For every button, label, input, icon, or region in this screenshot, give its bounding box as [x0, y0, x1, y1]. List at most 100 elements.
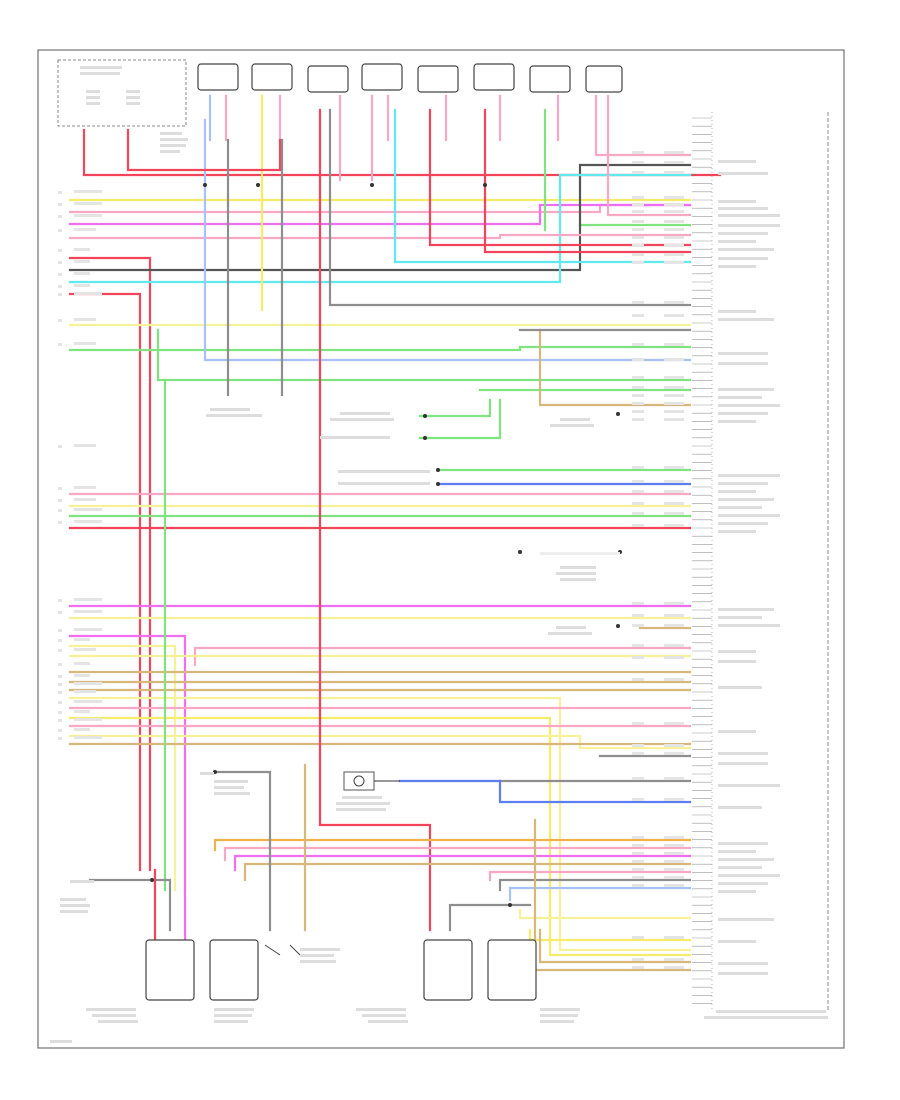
- wire-code-placeholder: [664, 261, 684, 264]
- wire-tan-1: [538, 328, 692, 407]
- pcm-pin-labels: [718, 160, 780, 975]
- wire-code-placeholder: [664, 524, 684, 527]
- pcm-pin-label-placeholder: [718, 624, 780, 627]
- left-wire-label-placeholder: [74, 486, 96, 489]
- wire-code-placeholder: [664, 966, 684, 969]
- left-wire-label-placeholder: [74, 342, 96, 345]
- wire-lightyellow-4: [68, 644, 177, 892]
- wire-code-placeholder: [632, 876, 644, 879]
- left-pin-number-placeholder: [58, 249, 62, 252]
- left-wire-labels: [58, 190, 102, 740]
- left-pin-number-placeholder: [58, 611, 62, 614]
- injector-connector-6: [473, 63, 515, 91]
- left-wire-label-placeholder: [74, 190, 102, 193]
- wire-code-placeholder: [664, 624, 684, 627]
- wire-code-placeholder: [632, 966, 644, 969]
- wire-code-placeholder: [664, 884, 684, 887]
- wire-code-placeholder: [632, 958, 644, 961]
- wire-green-7: [418, 398, 492, 418]
- wire-code-placeholder: [664, 936, 684, 939]
- wire-code-placeholder: [632, 358, 644, 361]
- wire-code-placeholder: [632, 524, 644, 527]
- wire-code-placeholder: [632, 678, 644, 681]
- wire-gray-2: [328, 108, 692, 307]
- pcm-pin-label-placeholder: [718, 972, 768, 975]
- splice-dots: [150, 183, 622, 907]
- wire-code-placeholder: [664, 844, 684, 847]
- wire-code-placeholder: [632, 161, 644, 164]
- wire-code-placeholder: [664, 876, 684, 879]
- left-wire-label-placeholder: [74, 710, 90, 713]
- wire-code-placeholder: [664, 744, 684, 747]
- relay-box-text: [80, 66, 188, 153]
- wire-code-placeholder: [664, 614, 684, 617]
- wire-code-placeholder: [664, 722, 684, 725]
- wire-red-5: [483, 108, 692, 254]
- wire-code-placeholder: [632, 480, 644, 483]
- pcm-pin-label-placeholder: [718, 686, 762, 689]
- pcm-pin-label-placeholder: [718, 882, 768, 885]
- wire-code-placeholder: [664, 512, 684, 515]
- pcm-pin-label-placeholder: [718, 214, 780, 217]
- wire-pink-7: [223, 846, 692, 862]
- left-pin-number-placeholder: [58, 629, 62, 632]
- wire-code-placeholder: [632, 402, 644, 405]
- wire-code-placeholder: [632, 203, 644, 206]
- wire-code-placeholder: [632, 236, 644, 239]
- pcm-pin-label-placeholder: [718, 522, 768, 525]
- pcm-pin-label-placeholder: [718, 224, 780, 227]
- pcm-pin-label-placeholder: [718, 160, 756, 163]
- wire-code-placeholder: [664, 678, 684, 681]
- pcm-pin-label-placeholder: [718, 752, 768, 755]
- left-pin-number-placeholder: [58, 273, 62, 276]
- wire-code-placeholder: [632, 466, 644, 469]
- wire-code-placeholder: [632, 228, 644, 231]
- left-wire-label-placeholder: [74, 318, 96, 321]
- pcm-pin-label-placeholder: [718, 616, 762, 619]
- wire-pink-2: [68, 233, 692, 240]
- wire-code-placeholder: [632, 752, 644, 755]
- wire-code-placeholder: [664, 852, 684, 855]
- pcm-pin-label-placeholder: [718, 388, 774, 391]
- left-wire-label-placeholder: [74, 728, 90, 731]
- pcm-pin-label-placeholder: [718, 200, 756, 203]
- pcm-pin-label-placeholder: [718, 530, 756, 533]
- wire-code-placeholder: [664, 418, 684, 421]
- wire-code-placeholder: [632, 386, 644, 389]
- left-wire-label-placeholder: [74, 690, 96, 693]
- wire-code-placeholder: [632, 418, 644, 421]
- left-pin-number-placeholder: [58, 599, 62, 602]
- left-wire-label-placeholder: [74, 718, 102, 721]
- pcm-pin-label-placeholder: [718, 490, 756, 493]
- wire-code-placeholder: [664, 752, 684, 755]
- wire-code-placeholder: [632, 798, 644, 801]
- pcm-pin-label-placeholder: [718, 482, 768, 485]
- wire-cyan-2: [393, 108, 692, 264]
- left-pin-number-placeholder: [58, 719, 62, 722]
- wire-gray-7: [88, 878, 172, 932]
- pcm-pin-label-placeholder: [718, 396, 762, 399]
- wire-code-placeholder: [632, 936, 644, 939]
- left-wire-label-placeholder: [74, 610, 102, 613]
- wire-code-placeholder: [632, 624, 644, 627]
- pcm-pin-label-placeholder: [718, 232, 768, 235]
- wire-code-placeholder: [632, 836, 644, 839]
- left-wire-label-placeholder: [74, 628, 102, 631]
- pcm-pin-label-placeholder: [718, 514, 780, 517]
- wire-gray-6: [448, 903, 532, 932]
- wire-code-placeholder: [664, 958, 684, 961]
- left-wire-label-placeholder: [74, 648, 96, 651]
- wire-code-placeholder: [632, 777, 644, 780]
- wire-code-placeholder: [664, 644, 684, 647]
- wire-code-placeholder: [632, 614, 644, 617]
- injector-connector-5: [417, 65, 459, 93]
- oil-level-switch: [200, 772, 340, 963]
- wire-code-placeholder: [632, 744, 644, 747]
- bottom-sensor-3: [423, 939, 473, 1001]
- wire-code-placeholder: [664, 196, 684, 199]
- left-pin-number-placeholder: [58, 343, 62, 346]
- pcm-pin-label-placeholder: [718, 806, 762, 809]
- pcm-pin-label-placeholder: [718, 506, 762, 509]
- wire-code-placeholder: [632, 860, 644, 863]
- pcm-pin-label-placeholder: [718, 730, 756, 733]
